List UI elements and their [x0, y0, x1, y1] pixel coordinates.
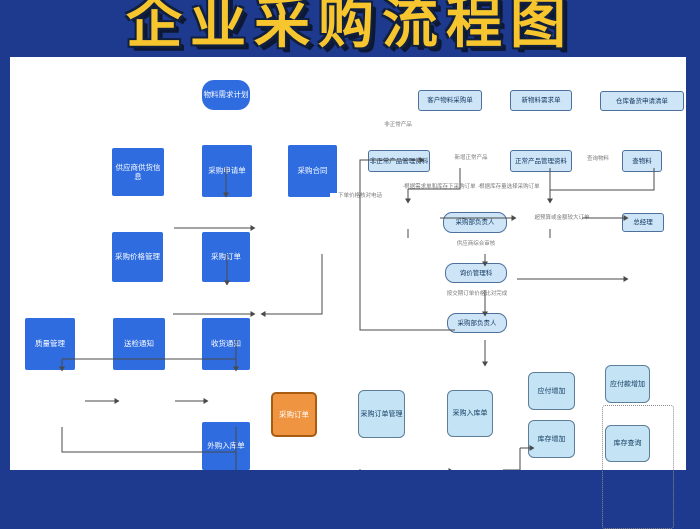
node-purchase-stockin-form: 采购入库单 [447, 390, 493, 437]
edge-label-over-budget-large-order: 超预算或金额较大订单 [515, 215, 609, 222]
node-purchase-order: 采购订单 [202, 232, 250, 282]
poster-title: 企业采购流程图 [126, 0, 574, 56]
node-new-material-demand-form: 新物料需求单 [510, 90, 572, 111]
edge-label-order-by-demand-and-stock: ·根据需求单和库存下采购订单 ·根据库存量选择采购订单 [386, 184, 556, 191]
edge-label-query-material-label: 查询物料 [576, 156, 620, 163]
edge-label-supplier-comprehensive-review: 供应商综合审核 [448, 241, 504, 248]
node-purchasing-dept-head: 采购部负责人 [443, 212, 507, 233]
node-general-manager: 总经理 [622, 213, 664, 232]
flowchart-canvas: 物料需求计划供应商供货信息采购申请单采购合同采购价格管理采购订单质量管理送检通知… [10, 57, 686, 529]
node-warehouse-restock-request-list: 仓库备货申请清单 [600, 91, 684, 111]
node-purchase-order-mgmt: 采购订单管理 [358, 390, 405, 438]
node-purchase-contract: 采购合同 [288, 145, 337, 197]
node-price-inquiry-mgmt-section: 询价管理科 [445, 263, 507, 283]
node-payable-increase: 应付增加 [528, 372, 575, 410]
node-outsourced-stockin-form: 外购入库单 [202, 422, 250, 470]
node-inspection-notice: 送检通知 [113, 318, 165, 370]
dotted-query-panel [602, 405, 674, 529]
node-material-requirement-plan: 物料需求计划 [202, 80, 250, 110]
node-purchasing-dept-head-2: 采购部负责人 [447, 313, 507, 333]
node-query-material: 查物料 [622, 150, 662, 172]
node-abnormal-product-mgmt-data: 非正常产品管理资料 [368, 150, 430, 172]
node-customer-material-po: 客户物料采购单 [418, 90, 482, 111]
edge-label-price-compare-complete: 按交期订单价格比对完成 [430, 291, 524, 298]
edge-label-abnormal-product: 非正常产品 [370, 122, 426, 129]
node-purchase-order-orange: 采购订单 [271, 392, 317, 437]
node-inventory-query: 库存查询 [605, 425, 650, 462]
edge-label-add-normal-product: 新增正常产品 [434, 155, 508, 162]
node-normal-product-mgmt-data: 正常产品管理资料 [510, 150, 572, 172]
node-inventory-increase: 库存增加 [528, 420, 575, 458]
edge-label-order-price-check-phone: 下单价格核对电话 [330, 193, 390, 200]
node-purchase-request-form: 采购申请单 [202, 145, 252, 197]
node-quality-mgmt: 质量管理 [25, 318, 75, 370]
title-banner: 企业采购流程图 [0, 0, 700, 57]
node-purchase-price-mgmt: 采购价格管理 [112, 232, 163, 282]
node-accounts-payable-increase: 应付款增加 [605, 365, 650, 403]
node-supplier-supply-info: 供应商供货信息 [112, 148, 164, 196]
node-receiving-notice: 收货通知 [202, 318, 250, 370]
